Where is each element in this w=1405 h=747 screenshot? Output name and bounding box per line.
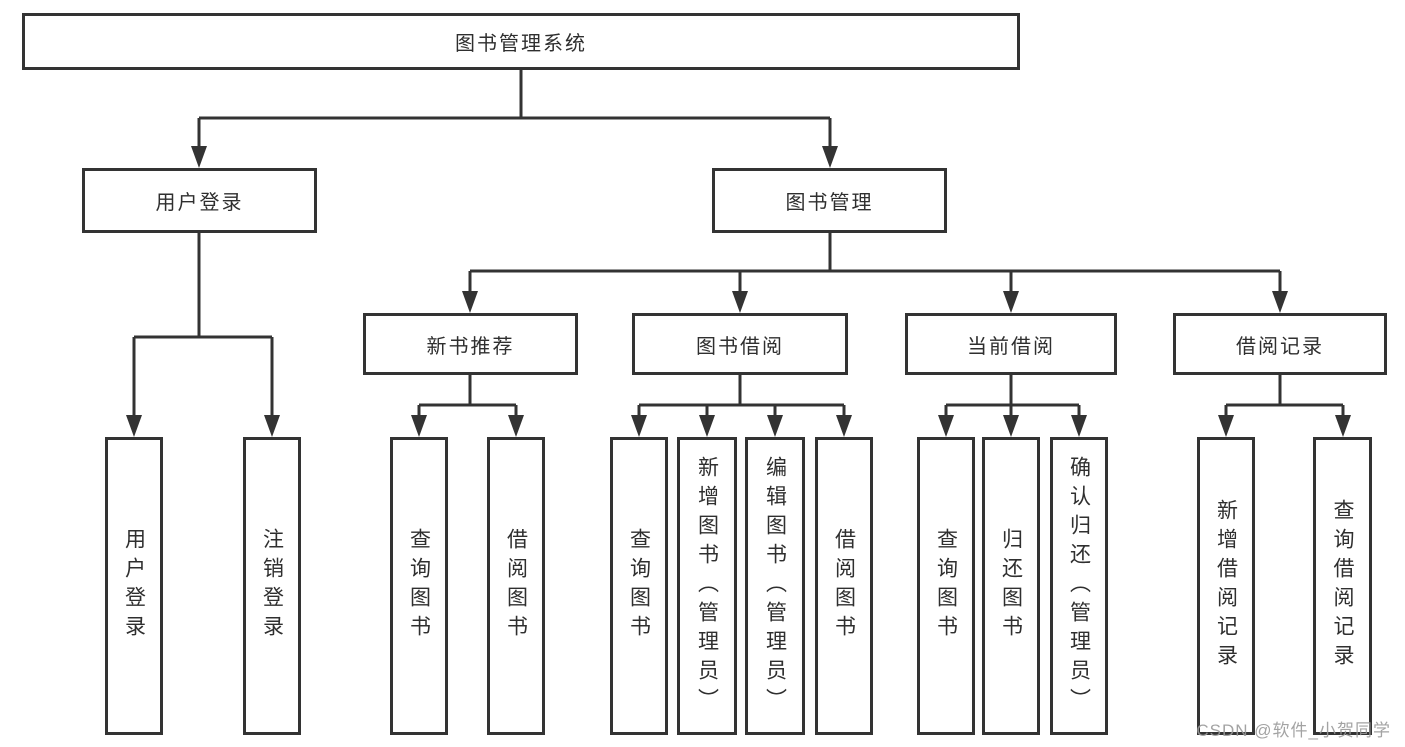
leaf-borrow-add-admin-label: 新增图书（管理员） bbox=[695, 455, 719, 717]
leaf-current-query: 查询图书 bbox=[917, 437, 975, 735]
node-user-login: 用户登录 bbox=[82, 168, 317, 233]
leaf-record-query: 查询借阅记录 bbox=[1313, 437, 1372, 735]
connector-wires bbox=[132, 70, 1345, 419]
leaf-borrow-query: 查询图书 bbox=[610, 437, 668, 735]
leaf-newbook-borrow: 借阅图书 bbox=[487, 437, 545, 735]
node-book-management: 图书管理 bbox=[712, 168, 947, 233]
leaf-current-confirm-return-admin-label: 确认归还（管理员） bbox=[1067, 455, 1091, 717]
node-current-borrow: 当前借阅 bbox=[905, 313, 1117, 375]
leaf-newbook-query-label: 查询图书 bbox=[407, 528, 431, 644]
leaf-user-login-label: 用户登录 bbox=[122, 528, 146, 644]
leaf-newbook-query: 查询图书 bbox=[390, 437, 448, 735]
node-book-management-label: 图书管理 bbox=[785, 192, 874, 214]
leaf-current-query-label: 查询图书 bbox=[934, 528, 958, 644]
leaf-newbook-borrow-label: 借阅图书 bbox=[504, 528, 528, 644]
leaf-user-login: 用户登录 bbox=[105, 437, 163, 735]
node-new-book-recommend: 新书推荐 bbox=[363, 313, 578, 375]
leaf-record-add: 新增借阅记录 bbox=[1197, 437, 1255, 735]
node-root: 图书管理系统 bbox=[22, 13, 1020, 70]
node-book-borrow: 图书借阅 bbox=[632, 313, 848, 375]
node-borrow-record-label: 借阅记录 bbox=[1236, 335, 1324, 358]
leaf-record-add-label: 新增借阅记录 bbox=[1214, 499, 1238, 673]
leaf-borrow-edit-admin: 编辑图书（管理员） bbox=[745, 437, 805, 735]
watermark: CSDN @软件_小贺同学 bbox=[1196, 721, 1391, 740]
leaf-borrow-edit-admin-label: 编辑图书（管理员） bbox=[763, 455, 787, 717]
leaf-record-query-label: 查询借阅记录 bbox=[1331, 499, 1354, 673]
node-new-book-recommend-label: 新书推荐 bbox=[426, 335, 515, 358]
leaf-borrow-add-admin: 新增图书（管理员） bbox=[677, 437, 737, 735]
leaf-borrow-query-label: 查询图书 bbox=[627, 528, 651, 644]
node-current-borrow-label: 当前借阅 bbox=[967, 335, 1055, 358]
leaf-logout-label: 注销登录 bbox=[260, 528, 284, 644]
node-root-label: 图书管理系统 bbox=[455, 33, 587, 55]
leaf-borrow-borrow: 借阅图书 bbox=[815, 437, 873, 735]
leaf-logout: 注销登录 bbox=[243, 437, 301, 735]
node-borrow-record: 借阅记录 bbox=[1173, 313, 1387, 375]
node-book-borrow-label: 图书借阅 bbox=[696, 335, 784, 358]
leaf-borrow-borrow-label: 借阅图书 bbox=[832, 528, 856, 644]
leaf-current-return: 归还图书 bbox=[982, 437, 1040, 735]
leaf-current-confirm-return-admin: 确认归还（管理员） bbox=[1050, 437, 1108, 735]
leaf-current-return-label: 归还图书 bbox=[999, 528, 1023, 644]
arrowhead-icons bbox=[126, 146, 1351, 437]
node-user-login-label: 用户登录 bbox=[155, 192, 244, 214]
